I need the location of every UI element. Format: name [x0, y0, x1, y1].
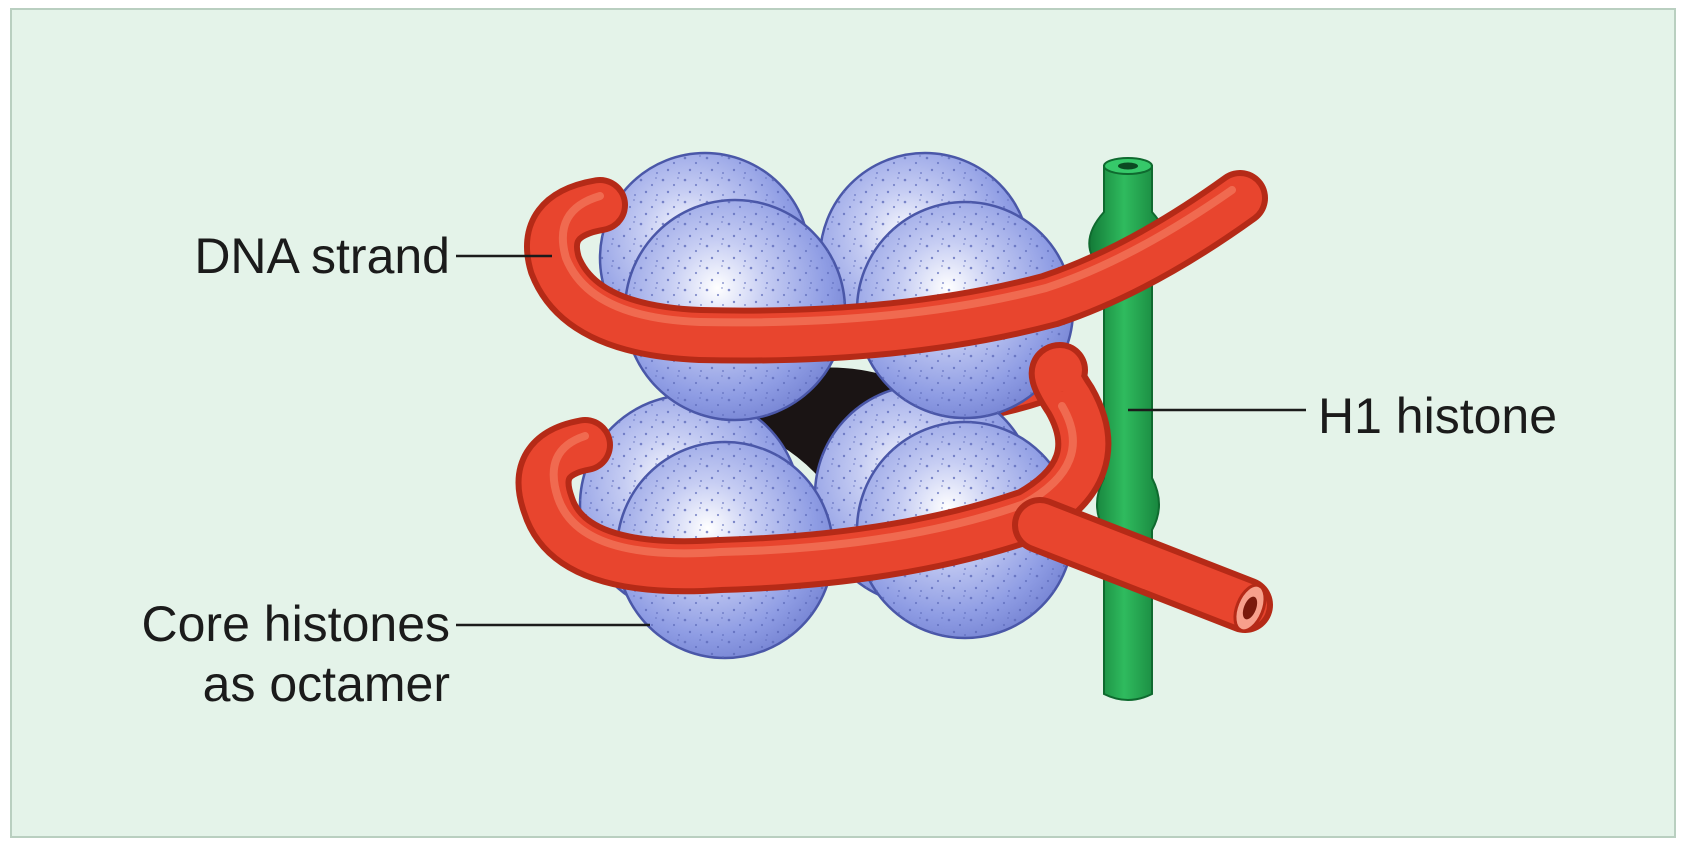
core-histones-label-line2: as octamer — [142, 654, 451, 714]
dna-strand-label: DNA strand — [194, 226, 450, 286]
h1-histone-label: H1 histone — [1318, 386, 1557, 446]
core-histones-label: Core histones as octamer — [142, 594, 451, 714]
core-histones-label-line1: Core histones — [142, 594, 451, 654]
